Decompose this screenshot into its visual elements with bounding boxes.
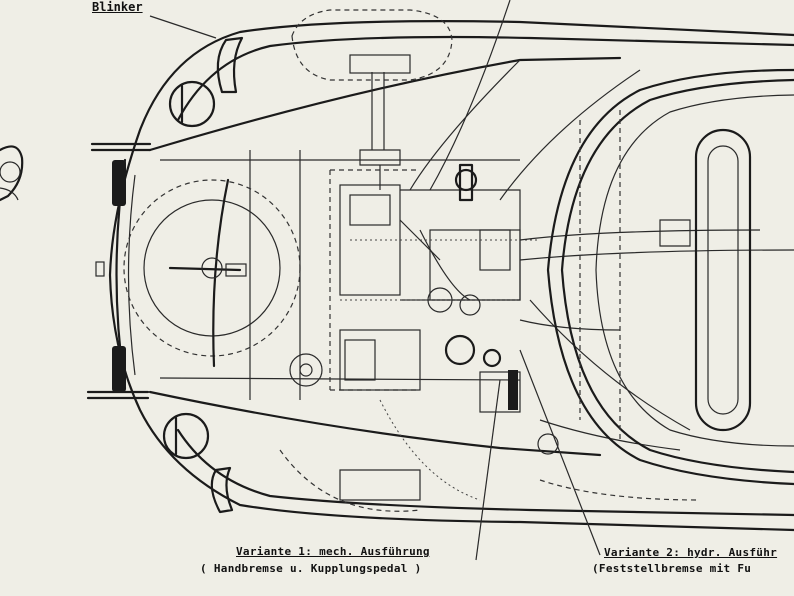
leader-lines: [475, 349, 601, 561]
seat-frame: [659, 128, 752, 432]
blinker-lamp: [149, 15, 244, 514]
variant1-subtitle: ( Handbremse u. Kupplungspedal ): [200, 562, 422, 575]
bumper: [86, 142, 152, 400]
side-component: [0, 145, 24, 202]
lower-frame: [279, 433, 701, 512]
pedal-box: [289, 163, 540, 413]
steering-assembly: [291, 9, 453, 190]
headlamps: [162, 80, 216, 460]
front-frame: [148, 56, 622, 457]
blinker-label: Blinker: [92, 0, 143, 14]
spare-wheel: [123, 178, 301, 368]
cab-enclosure: [546, 68, 794, 486]
variant2-title: Variante 2: hydr. Ausführ: [604, 546, 778, 559]
variant1-title: Variante 1: mech. Ausführung: [236, 545, 430, 558]
variant2-subtitle: (Feststellbremse mit Fu: [592, 562, 752, 575]
